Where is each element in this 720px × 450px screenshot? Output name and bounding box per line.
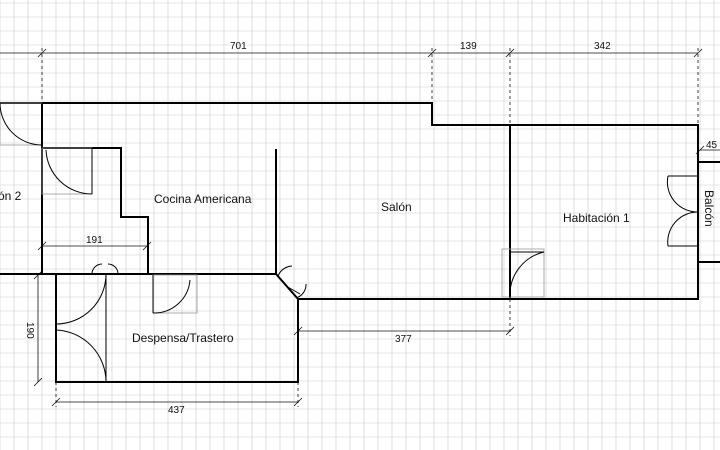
- door-storage-inner[interactable]: [152, 274, 198, 314]
- dimension-ticks: [37, 48, 703, 58]
- door-storage-small[interactable]: [91, 263, 119, 275]
- door-balcony-double[interactable]: [666, 175, 699, 247]
- door-room2[interactable]: [0, 102, 43, 146]
- doors: [0, 102, 699, 383]
- dimension-label-top-right: 342: [594, 41, 611, 52]
- dimension-label-storage-height: 190: [24, 322, 35, 339]
- dimension-label-top-middle: 139: [460, 41, 477, 52]
- room-label-storage: Despensa/Trastero: [132, 331, 234, 345]
- dimension-label-bottom-living: 377: [395, 334, 412, 345]
- dimension-lines: [0, 48, 720, 407]
- dimension-label-top-left: 701: [230, 41, 247, 52]
- room-label-bedroom: Habitación 1: [563, 211, 630, 225]
- dimension-label-right-small: 45: [706, 140, 718, 151]
- door-bedroom[interactable]: [501, 248, 545, 298]
- dimension-label-bottom-storage: 437: [168, 405, 185, 416]
- door-storage-double[interactable]: [55, 273, 107, 383]
- door-kitchen[interactable]: [41, 147, 93, 195]
- room-label-balcony: Balcón: [702, 190, 716, 227]
- door-corner[interactable]: [277, 265, 307, 299]
- outer-wall-top-right: [0, 102, 699, 300]
- dimension-ticks: [51, 397, 303, 407]
- room-label-kitchen: Cocina Americana: [154, 192, 252, 206]
- kitchen-inner-wall: [41, 147, 149, 275]
- room-label-living: Salón: [381, 200, 412, 214]
- storage-wall: [0, 273, 299, 383]
- dimension-label-kitchen-width: 191: [86, 235, 103, 246]
- room-label-room2: ón 2: [0, 189, 22, 203]
